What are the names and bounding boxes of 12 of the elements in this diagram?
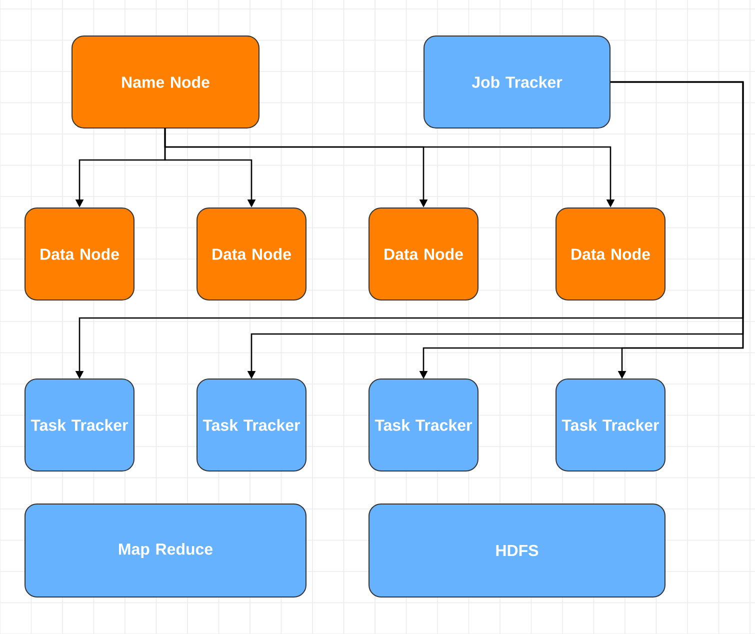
process-box: HDFS [368,503,666,598]
process-box: Task Tracker [24,378,134,472]
process-box: Map Reduce [24,503,306,598]
process-box: Name Node [72,36,260,128]
process-box: Data Node [368,207,478,300]
process-box: Task Tracker [556,378,666,472]
process-box: Data Node [556,207,666,300]
process-box: Task Tracker [368,378,478,472]
process-box: Task Tracker [196,378,306,472]
process-box: Data Node [196,207,306,300]
process-box: Job Tracker [424,36,610,128]
process-box: Data Node [24,207,134,300]
